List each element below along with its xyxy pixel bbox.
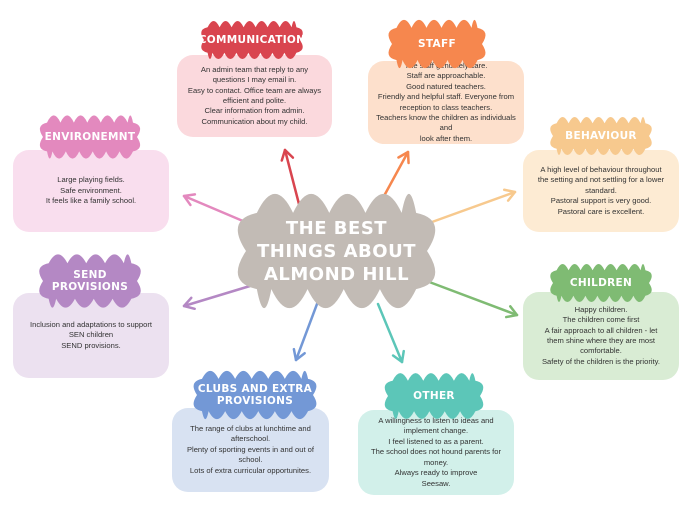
clouds-layer: [39, 19, 652, 420]
other-line: money.: [423, 457, 449, 467]
communication-line: Easy to contact. Office team are always: [187, 85, 322, 95]
children-line: comfortable.: [580, 346, 622, 356]
arrowhead-staff: [397, 150, 410, 165]
other-label: OTHER: [413, 390, 455, 402]
send-line: SEND provisions.: [61, 340, 121, 350]
behaviour-line: A high level of behaviour throughout: [540, 164, 662, 174]
arrowhead-send: [182, 296, 196, 311]
staff-line: reception to class teachers.: [399, 102, 493, 112]
communication-label: COMMUNICATION: [198, 34, 306, 46]
clubs-label: CLUBS AND EXTRA PROVISIONS: [197, 383, 313, 407]
staff-label: STAFF: [418, 38, 456, 50]
communication-line: efficient and polite.: [222, 96, 287, 105]
other-line: I feel listened to as a parent.: [388, 436, 484, 446]
send-cloud-shape: [39, 254, 141, 308]
clubs-line: Lots of extra curricular opportunites.: [189, 465, 312, 475]
arrow-children: [422, 278, 519, 317]
communication-line: Clear information from admin.: [204, 106, 305, 116]
children-label: CHILDREN: [569, 277, 633, 289]
other-line: Seesaw.: [421, 478, 451, 488]
communication-line: Communication about my child.: [201, 116, 308, 126]
children-line: The children come first: [562, 315, 640, 325]
environment-label: ENVIRONEMNT: [44, 131, 136, 143]
arrow-environment: [182, 194, 252, 226]
children-line: them shine where they are most: [546, 336, 656, 345]
send-label: SEND PROVISIONS: [51, 269, 129, 293]
staff-line: Staff are approachable.: [406, 71, 486, 81]
clubs-cloud-shape: [193, 370, 317, 420]
send-line: Inclusion and adaptations to support: [29, 319, 152, 329]
arrow-clubs: [294, 294, 322, 362]
arrow-behaviour: [430, 190, 517, 224]
center-title: THE BEST THINGS ABOUT ALMOND HILL: [257, 217, 416, 285]
behaviour-line: Pastoral care is excellent.: [557, 206, 645, 216]
communication-cloud-shape: [201, 20, 303, 60]
children-line: A fair approach to all children - let: [544, 325, 658, 335]
staff-line: Good natured teachers.: [406, 81, 486, 91]
environment-line: Safe environment.: [60, 185, 122, 195]
other-cloud-shape: [384, 373, 484, 419]
behaviour-label: BEHAVIOUR: [565, 130, 637, 142]
other-line: Always ready to improve: [394, 468, 478, 478]
other-line: A willingness to listen to ideas and: [378, 416, 494, 426]
arrow-other: [376, 302, 404, 364]
staff-line: look after them.: [419, 133, 473, 143]
environment-line: Large playing fields.: [57, 175, 125, 185]
children-line: Happy children.: [574, 304, 628, 314]
arrowhead-environment: [182, 193, 197, 207]
children-cloud-shape: [550, 263, 652, 303]
behaviour-line: standard.: [585, 185, 617, 195]
clubs-line: Plenty of sporting events in and out of: [186, 444, 315, 454]
other-line: The school does not hound parents for: [370, 447, 502, 457]
behaviour-line: Pastoral support is very good.: [550, 196, 652, 206]
behaviour-cloud-shape: [550, 116, 652, 156]
arrowhead-behaviour: [502, 188, 517, 202]
children-line: Safety of the children is the priority.: [541, 356, 661, 366]
staff-line: Friendly and helpful staff. Everyone fro…: [377, 92, 515, 102]
staff-box: The staff genuinely care.Staff are appro…: [368, 61, 524, 144]
clubs-line: school.: [238, 455, 263, 465]
clubs-line: The range of clubs at lunchtime and: [190, 423, 311, 433]
communication-line: questions I may email in.: [212, 75, 297, 85]
send-line: SEN children: [68, 330, 114, 340]
staff-cloud-shape: [388, 19, 486, 69]
communication-line: An admin team that reply to any: [200, 64, 309, 74]
arrow-send: [182, 284, 252, 308]
arrowhead-other: [391, 349, 405, 364]
staff-line: Teachers know the children as individual…: [376, 112, 516, 133]
environment-cloud-shape: [39, 115, 141, 159]
environment-box: Large playing fields.Safe environment.It…: [13, 150, 169, 232]
staff-line: The staff genuinely care.: [404, 60, 488, 70]
arrow-communication: [283, 148, 302, 210]
clubs-line: afterschool.: [230, 434, 271, 444]
center-title-cloud: THE BEST THINGS ABOUT ALMOND HILL: [234, 196, 439, 306]
arrowhead-communication: [280, 148, 295, 162]
arrowhead-clubs: [292, 347, 306, 362]
arrowhead-children: [504, 305, 519, 319]
behaviour-line: the setting and not settling for a lower: [537, 175, 665, 185]
center-cloud-shape: [237, 193, 436, 309]
environment-line: It feels like a family school.: [45, 196, 137, 206]
other-line: implement change.: [403, 426, 469, 436]
